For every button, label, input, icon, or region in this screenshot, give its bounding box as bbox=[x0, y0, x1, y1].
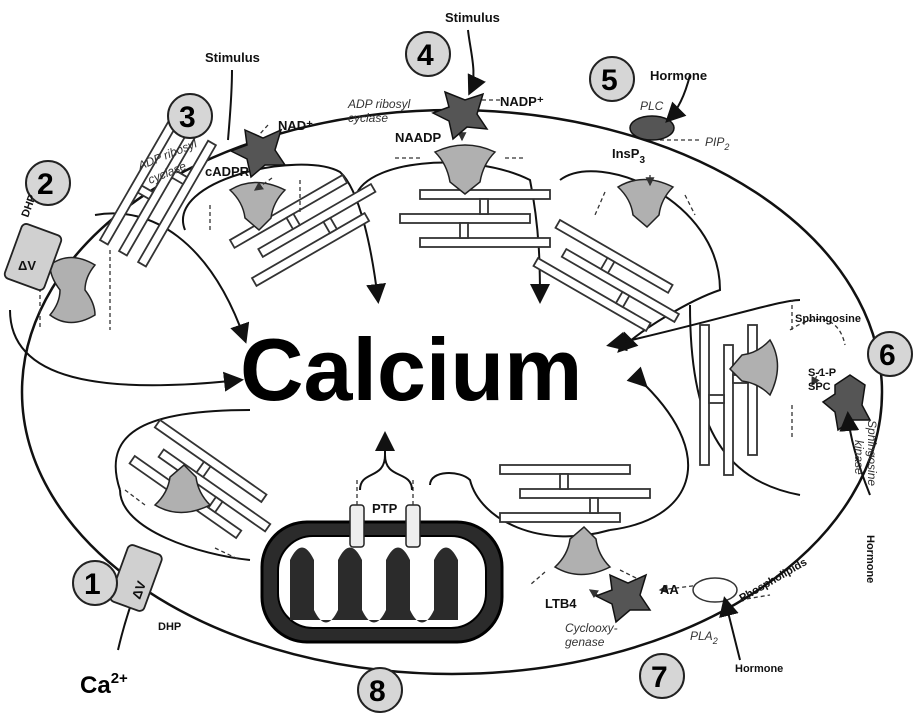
step-3-marker: 3 bbox=[168, 94, 212, 138]
mitochondrion bbox=[262, 435, 502, 642]
svg-text:Hormone: Hormone bbox=[864, 535, 876, 583]
svg-text:ADP ribosyl: ADP ribosyl bbox=[347, 97, 411, 111]
calcium-title: Calcium bbox=[240, 320, 582, 419]
svg-text:5: 5 bbox=[601, 64, 618, 97]
svg-text:PTP: PTP bbox=[372, 501, 398, 516]
svg-text:2: 2 bbox=[37, 168, 54, 201]
svg-text:S-1-P: S-1-P bbox=[808, 367, 836, 379]
svg-text:DHP: DHP bbox=[20, 193, 39, 219]
svg-text:AA: AA bbox=[660, 582, 679, 597]
svg-text:7: 7 bbox=[651, 661, 668, 694]
step-8-marker: 8 bbox=[358, 668, 402, 712]
svg-text:kinase: kinase bbox=[852, 440, 866, 475]
svg-text:NAADP: NAADP bbox=[395, 130, 442, 145]
svg-text:8: 8 bbox=[369, 675, 386, 708]
svg-text:PIP2: PIP2 bbox=[705, 135, 729, 152]
svg-text:cADPR: cADPR bbox=[205, 164, 250, 179]
step-6-marker: 6 bbox=[868, 332, 912, 376]
step-7-marker: 7 bbox=[640, 654, 684, 698]
svg-text:LTB4: LTB4 bbox=[545, 596, 577, 611]
svg-text:Phospholipids: Phospholipids bbox=[738, 556, 810, 604]
step-4-marker: 4 bbox=[406, 32, 450, 76]
svg-text:NAD⁺: NAD⁺ bbox=[278, 118, 313, 133]
svg-text:Stimulus: Stimulus bbox=[205, 50, 260, 65]
step-1-marker: 1 bbox=[73, 561, 117, 605]
svg-text:Sphingosine: Sphingosine bbox=[865, 420, 879, 486]
step-5-marker: 5 bbox=[590, 57, 634, 101]
svg-text:genase: genase bbox=[565, 635, 605, 649]
calcium-ion-label: Ca2+ bbox=[80, 670, 128, 699]
svg-text:Sphingosine: Sphingosine bbox=[795, 313, 861, 325]
svg-text:ΔV: ΔV bbox=[18, 258, 36, 273]
svg-text:SPC: SPC bbox=[808, 381, 831, 393]
svg-text:Hormone: Hormone bbox=[735, 663, 783, 675]
svg-text:Hormone: Hormone bbox=[650, 68, 707, 83]
svg-text:PLA2: PLA2 bbox=[690, 629, 718, 646]
svg-text:Cyclooxy-: Cyclooxy- bbox=[565, 621, 618, 635]
svg-text:DHP: DHP bbox=[158, 621, 181, 633]
svg-text:3: 3 bbox=[179, 101, 196, 134]
svg-text:6: 6 bbox=[879, 339, 896, 372]
svg-text:NADP⁺: NADP⁺ bbox=[500, 94, 544, 109]
svg-text:4: 4 bbox=[417, 39, 434, 72]
svg-text:InsP3: InsP3 bbox=[612, 146, 645, 166]
svg-text:1: 1 bbox=[84, 568, 101, 601]
svg-text:Stimulus: Stimulus bbox=[445, 10, 500, 25]
svg-text:cyclase: cyclase bbox=[348, 111, 388, 125]
svg-text:PLC: PLC bbox=[640, 99, 664, 113]
